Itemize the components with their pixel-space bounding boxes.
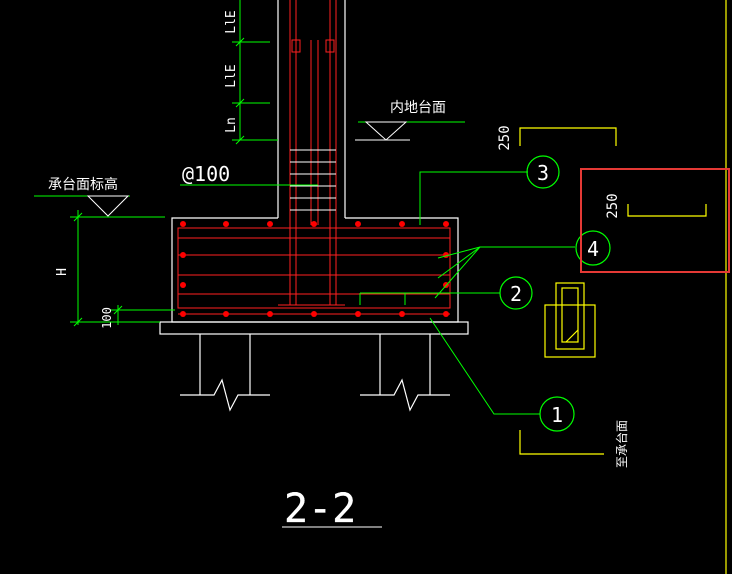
label-lle-mid: LlE <box>224 64 239 87</box>
rebar-dots <box>180 221 449 317</box>
callout-3: 3 <box>537 161 549 185</box>
column-stirrups <box>290 149 336 211</box>
pile-cap-outline <box>159 217 469 335</box>
label-lle-top: LlE <box>224 10 239 33</box>
label-inner-floor: 内地台面 <box>390 100 446 116</box>
label-dim-250-top: 250 <box>497 125 513 150</box>
stirrup-detail <box>544 282 596 358</box>
label-dim-250-boxed: 250 <box>605 193 621 218</box>
bar-detail-250 <box>519 127 617 146</box>
column-outline <box>277 0 346 218</box>
column-rebar <box>278 0 345 306</box>
callout-1: 1 <box>551 403 563 427</box>
label-ln: Ln <box>224 117 239 133</box>
elevation-markers <box>86 121 410 217</box>
section-title: 2-2 <box>284 486 356 532</box>
bar-detail-250-boxed <box>627 204 707 217</box>
callout-circles <box>499 155 611 432</box>
dim-lines <box>34 0 465 327</box>
pile-cap-rebar <box>177 227 451 315</box>
leader-lines <box>359 171 575 415</box>
pile-right <box>360 334 450 412</box>
callout-4: 4 <box>587 237 599 261</box>
bar-detail-1 <box>519 430 604 455</box>
callout-2: 2 <box>510 282 522 306</box>
label-to-cap-top: 至承台面 <box>614 420 629 468</box>
pile-left <box>180 334 270 412</box>
highlight-box[interactable] <box>580 168 730 273</box>
label-spacing: @100 <box>182 162 230 186</box>
label-cover: 100 <box>100 307 114 329</box>
label-cap-elev: 承台面标高 <box>48 176 118 193</box>
label-h: H <box>55 268 70 276</box>
